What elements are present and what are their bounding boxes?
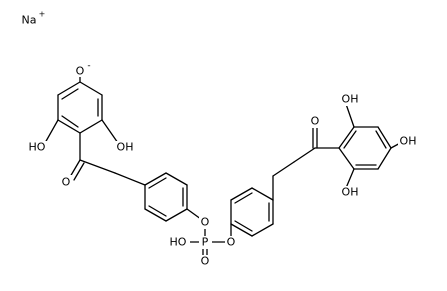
carbonyl-right-double-bond xyxy=(312,125,318,149)
sodium-symbol: Na xyxy=(22,14,37,27)
label-oh-right-para: OH xyxy=(400,135,417,148)
sodium-charge: + xyxy=(39,10,46,19)
label-phosphorus: P xyxy=(202,236,209,249)
bond-chain-right-2 xyxy=(272,161,295,177)
right-phenol-ring xyxy=(338,126,392,170)
label-carbonyl-right: O xyxy=(311,115,320,128)
label-oh-left-b: HO xyxy=(29,141,46,154)
bond-oh-right-bottom xyxy=(345,168,355,189)
oxide-charge: - xyxy=(87,61,90,71)
bond-chain-right-3 xyxy=(293,147,316,163)
left-phenol-ring xyxy=(57,81,103,134)
label-oh-right-top: OH xyxy=(342,93,359,106)
label-carbonyl-left: O xyxy=(62,176,71,189)
right-benzene-ring xyxy=(230,187,274,237)
bond-oh-left-b xyxy=(44,119,59,144)
label-oh-right-bottom: OH xyxy=(342,186,359,199)
label-p-oxo: O xyxy=(201,255,210,268)
atom-oxide: O - xyxy=(74,61,91,78)
label-ether-right: O xyxy=(227,236,236,249)
left-benzene-ring xyxy=(144,172,188,222)
bond-oh-right-top xyxy=(345,103,355,128)
label-p-hydroxyl: HO xyxy=(170,236,187,249)
bond-chain-left-1 xyxy=(79,159,116,174)
label-ether-left: O xyxy=(201,216,210,229)
bond-oh-left-a xyxy=(101,119,119,144)
atom-sodium: Na + xyxy=(16,10,45,27)
carbonyl-left-double-bond xyxy=(69,159,85,181)
label-oh-left-a: OH xyxy=(117,141,134,154)
bond-chain-left-2 xyxy=(114,172,146,186)
oxide-symbol: O xyxy=(76,65,85,78)
